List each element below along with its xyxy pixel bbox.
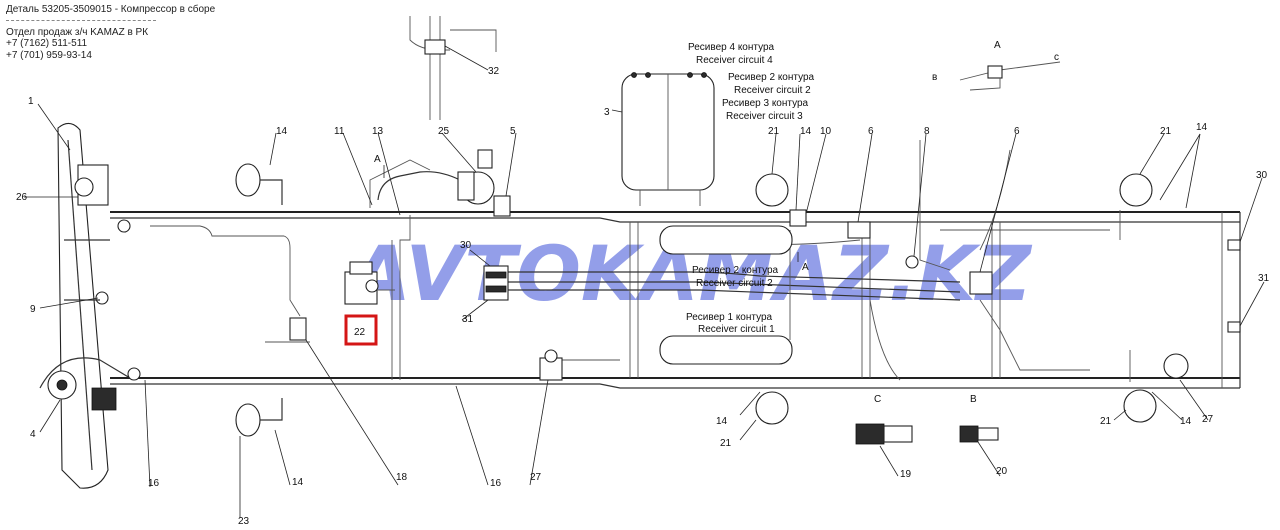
receiver-2-en-top: Receiver circuit 2 [734,85,811,96]
fitting-20 [959,425,999,443]
callout-21-top: 21 [768,126,780,137]
callout-6-left: 6 [868,126,874,137]
callout-30-right: 30 [1256,170,1268,181]
front-axle [39,122,141,489]
receiver-4-ru: Ресивер 4 контура [688,42,775,53]
receiver-1-en: Receiver circuit 1 [698,324,775,335]
callout-5: 5 [510,126,516,137]
callout-numbers: 1 26 9 4 16 23 14 14 11 13 25 5 32 30 31… [16,66,1270,527]
section-b-label: В [970,394,977,405]
valve-block-31 [483,265,509,301]
callout-27-right: 27 [1202,414,1214,425]
phone-2: +7 (701) 959-93-14 [6,49,92,61]
valve-5 [493,195,511,217]
view-markers: A A A в с С В [374,40,1059,405]
chassis-frame [110,211,1241,389]
part-title: Деталь 53205-3509015 - Компрессор в сбор… [6,4,216,15]
receiver-4-en: Receiver circuit 4 [696,55,773,66]
callout-16-left: 16 [148,478,160,489]
header-divider [6,19,156,21]
callout-14-front-top: 14 [276,126,288,137]
phone-1: +7 (7162) 511-511 [6,38,88,49]
view-b-label: в [932,72,937,83]
valve-18 [265,317,310,343]
view-a-title: A [994,40,1001,51]
callout-14-rear-bottom: 14 [1180,416,1192,427]
callout-14-mid: 14 [800,126,812,137]
leader-lines [24,45,1265,518]
callout-30-left: 30 [460,240,472,251]
callout-23: 23 [238,516,250,527]
front-brake-chambers [235,163,283,437]
sales-department: Отдел продаж з/ч KAMAZ в РК [6,26,149,38]
rear-brake-chambers [755,173,1189,425]
receiver-circuit-1 [659,335,793,365]
callout-3: 3 [604,107,610,118]
receiver-3-ru: Ресивер 3 контура [722,98,809,109]
callout-18: 18 [396,472,408,483]
callout-31-left: 31 [462,314,474,325]
callout-21-rear-bottom: 21 [1100,416,1112,427]
callout-27-left: 27 [530,472,542,483]
callout-26: 26 [16,192,28,203]
valves-misc [539,209,1241,381]
receiver-2-en: Receiver circuit 2 [696,278,773,289]
callout-9: 9 [30,304,36,315]
callout-4: 4 [30,429,36,440]
fitting-19 [855,423,913,445]
highlight-compressor[interactable]: 22 [344,314,378,346]
callout-20: 20 [996,466,1008,477]
receiver-3-en: Receiver circuit 3 [726,111,803,122]
receiver-2-ru-top: Ресивер 2 контура [728,72,815,83]
callout-8: 8 [924,126,930,137]
callout-21-rear-top: 21 [1160,126,1172,137]
receiver-circuit-2 [659,225,793,255]
view-a-arrow-label: A [374,154,381,165]
callout-14-rear-top: 14 [1196,122,1208,133]
section-c-label: С [874,394,881,405]
callout-13: 13 [372,126,384,137]
callout-22: 22 [354,327,366,338]
view-a-detail [409,16,497,120]
air-lines [150,140,1131,382]
compressor-22 [344,261,395,305]
view-c-label: с [1054,52,1059,63]
callout-16-right: 16 [490,478,502,489]
callout-31-right: 31 [1258,273,1270,284]
header-block: Деталь 53205-3509015 - Компрессор в сбор… [6,4,215,61]
callout-32: 32 [488,66,500,77]
callout-14-bottom: 14 [716,416,728,427]
callout-10: 10 [820,126,832,137]
callout-19: 19 [900,469,912,480]
view-a-tee-detail [959,61,1061,91]
receiver-1-ru: Ресивер 1 контура [686,312,773,323]
receiver-2-ru: Ресивер 2 контура [692,265,779,276]
callout-25: 25 [438,126,450,137]
callout-1: 1 [28,96,34,107]
view-a-arrow-label-2: A [802,262,809,273]
receiver-circuit-4 [621,72,715,206]
receiver-labels: Ресивер 4 контура Receiver circuit 4 Рес… [686,42,815,335]
callout-6-right: 6 [1014,126,1020,137]
callout-14-front-bottom: 14 [292,477,304,488]
callout-21-bottom: 21 [720,438,732,449]
air-dryer-25 [457,149,495,205]
callout-11: 11 [334,126,345,137]
